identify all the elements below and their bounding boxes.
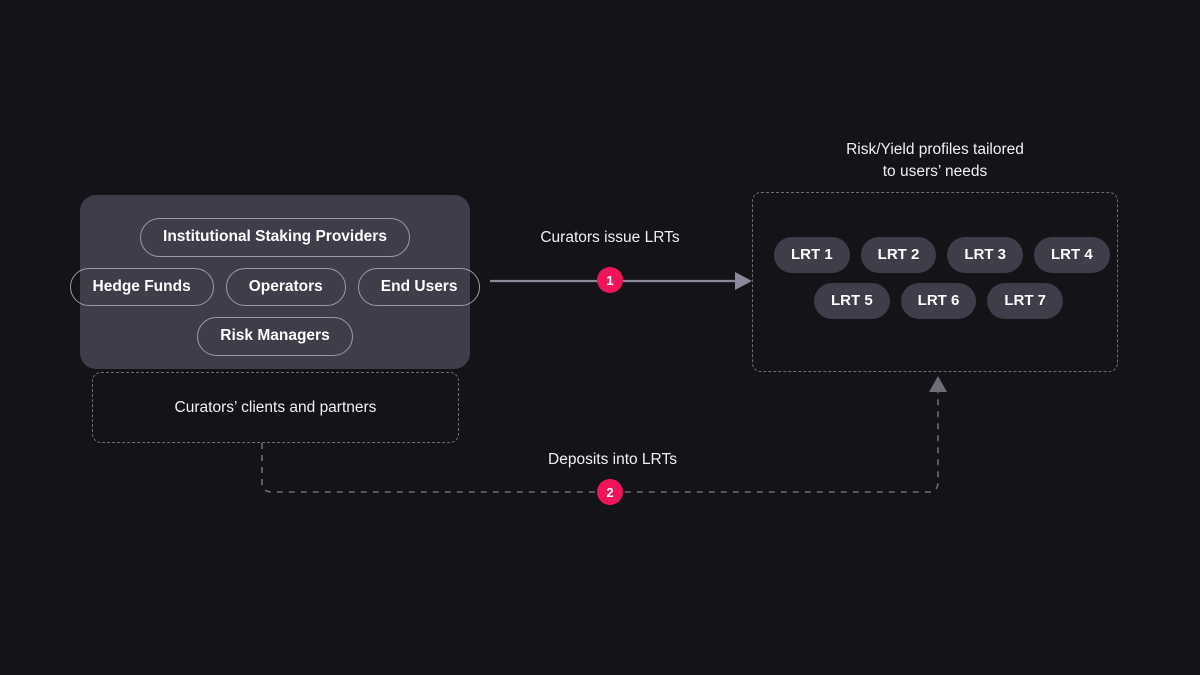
lrt-heading: Risk/Yield profiles tailored to users’ n… bbox=[752, 139, 1118, 183]
lrt-heading-line-1: Risk/Yield profiles tailored bbox=[846, 141, 1024, 158]
curator-pill-end-users[interactable]: End Users bbox=[357, 267, 481, 306]
deposits-into-lrts-arrowhead bbox=[929, 376, 947, 392]
lrt-pill-grid: LRT 1 LRT 2 LRT 3 LRT 4 LRT 5 LRT 6 LRT … bbox=[753, 237, 1117, 329]
lrt-pill-6[interactable]: LRT 6 bbox=[900, 283, 977, 319]
curator-pill-institutional-staking-providers[interactable]: Institutional Staking Providers bbox=[140, 218, 410, 257]
lrt-heading-line-2: to users’ needs bbox=[882, 163, 988, 180]
curators-pill-row-1: Institutional Staking Providers bbox=[80, 218, 470, 257]
curators-clients-caption: Curators’ clients and partners bbox=[174, 398, 377, 416]
curator-pill-operators[interactable]: Operators bbox=[225, 267, 346, 306]
lrt-pill-row-1: LRT 1 LRT 2 LRT 3 LRT 4 bbox=[753, 237, 1117, 273]
curators-issue-lrts-label: Curators issue LRTs bbox=[540, 229, 680, 246]
curators-pill-row-3: Risk Managers bbox=[80, 317, 470, 356]
lrt-pill-row-2: LRT 5 LRT 6 LRT 7 bbox=[753, 283, 1117, 319]
curators-pill-row-2: Hedge Funds Operators End Users bbox=[69, 267, 481, 306]
lrt-container-box: LRT 1 LRT 2 LRT 3 LRT 4 LRT 5 LRT 6 LRT … bbox=[752, 192, 1118, 372]
lrt-pill-4[interactable]: LRT 4 bbox=[1034, 237, 1110, 273]
curators-clients-and-partners-box: Curators’ clients and partners bbox=[92, 372, 459, 443]
step-badge-2[interactable]: 2 bbox=[597, 479, 623, 505]
step-badge-1[interactable]: 1 bbox=[597, 267, 623, 293]
curators-issue-lrts-arrowhead bbox=[735, 272, 752, 290]
lrt-pill-2[interactable]: LRT 2 bbox=[860, 237, 937, 273]
lrt-pill-1[interactable]: LRT 1 bbox=[774, 237, 850, 273]
lrt-pill-3[interactable]: LRT 3 bbox=[947, 237, 1024, 273]
curator-pill-hedge-funds[interactable]: Hedge Funds bbox=[69, 267, 214, 306]
lrt-pill-7[interactable]: LRT 7 bbox=[987, 283, 1064, 319]
deposits-into-lrts-label: Deposits into LRTs bbox=[548, 451, 677, 468]
curators-card: Institutional Staking Providers Hedge Fu… bbox=[69, 195, 481, 369]
curator-pill-risk-managers[interactable]: Risk Managers bbox=[197, 317, 353, 356]
lrt-pill-5[interactable]: LRT 5 bbox=[814, 283, 890, 319]
